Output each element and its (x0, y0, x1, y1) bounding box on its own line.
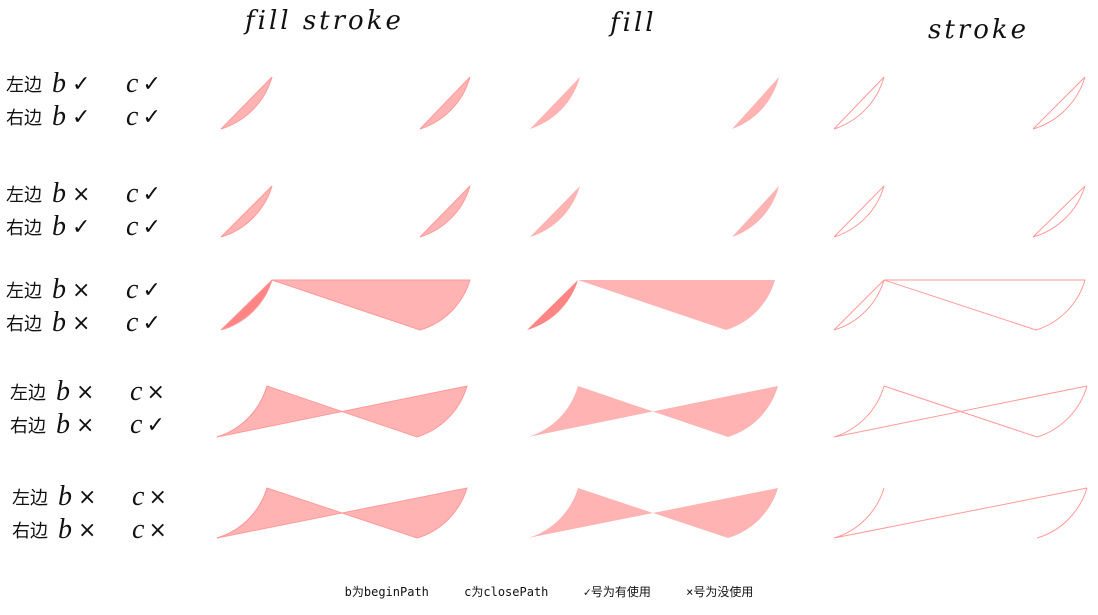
r5-c2-bowtie (528, 488, 778, 538)
r1-c3-left (833, 76, 885, 130)
r3-c3-wedge (883, 279, 1086, 331)
r1-c2-left (530, 77, 580, 129)
begin-mark: ✓ (72, 104, 91, 130)
side-label: 右边 (10, 416, 46, 437)
row-3-right-label: 右边 b× c✓ (6, 307, 161, 339)
close-var: c (126, 68, 139, 99)
r2-c1-right (419, 185, 471, 238)
close-var: c (126, 307, 139, 338)
r3-c3-left (833, 279, 885, 331)
close-mark: ✓ (146, 412, 165, 438)
row-2-left-label: 左边 b× c✓ (6, 178, 161, 210)
begin-mark: × (72, 181, 91, 207)
r3-c1-left (220, 279, 273, 331)
shape-canvas (216, 76, 1088, 539)
r5-c3-line-a (833, 487, 1088, 539)
row-3-left-label: 左边 b× c✓ (6, 274, 161, 306)
close-var: c (132, 481, 145, 512)
r2-c2-right (732, 186, 779, 237)
r4-c3-line-b (883, 385, 1088, 438)
close-mark: × (148, 517, 167, 543)
side-label: 右边 (12, 521, 48, 542)
legend-cross: ×号为没使用 (686, 585, 754, 599)
r1-c3-right (1032, 76, 1086, 130)
r3-c2-wedge (578, 280, 775, 330)
r5-c1-left-arc (216, 487, 268, 539)
close-var: c (126, 178, 139, 209)
r2-c3-left (833, 185, 885, 238)
close-mark: ✓ (142, 310, 161, 336)
close-mark: ✓ (142, 277, 161, 303)
close-var: c (132, 514, 145, 545)
begin-mark: × (76, 379, 95, 405)
begin-mark: × (72, 277, 91, 303)
r1-c1-right (419, 76, 471, 130)
begin-var: b (58, 481, 72, 512)
r2-c1-left (220, 185, 273, 238)
legend: b为beginPath c为closePath ✓号为有使用 ×号为没使用 (0, 583, 1098, 600)
side-label: 右边 (6, 314, 42, 335)
begin-var: b (56, 409, 70, 440)
close-mark: ✓ (142, 214, 161, 240)
begin-mark: × (78, 484, 97, 510)
begin-var: b (52, 178, 66, 209)
close-var: c (130, 409, 143, 440)
close-mark: × (146, 379, 165, 405)
begin-mark: ✓ (72, 214, 91, 240)
side-label: 左边 (12, 488, 48, 509)
begin-var: b (52, 211, 66, 242)
begin-var: b (52, 307, 66, 338)
close-var: c (126, 274, 139, 305)
r1-c2-right (732, 77, 779, 129)
close-var: c (130, 376, 143, 407)
side-label: 右边 (6, 108, 42, 129)
begin-mark: × (72, 310, 91, 336)
header-fill: fill (610, 8, 657, 38)
header-stroke: stroke (928, 15, 1030, 45)
legend-c: c为closePath (464, 585, 549, 599)
close-mark: ✓ (142, 71, 161, 97)
begin-mark: × (78, 517, 97, 543)
begin-mark: ✓ (72, 71, 91, 97)
side-label: 左边 (10, 383, 46, 404)
r3-c2-left (527, 280, 578, 330)
side-label: 右边 (6, 218, 42, 239)
begin-var: b (56, 376, 70, 407)
header-fill-stroke: fill stroke (245, 6, 404, 36)
r5-c3-line-b (1036, 487, 1088, 539)
close-mark: × (148, 484, 167, 510)
close-var: c (126, 211, 139, 242)
legend-check: ✓号为有使用 (583, 585, 651, 599)
close-mark: ✓ (142, 104, 161, 130)
r4-c3-line-a (833, 385, 1088, 438)
begin-var: b (52, 68, 66, 99)
row-4-right-label: 右边 b× c✓ (10, 409, 165, 441)
begin-mark: × (76, 412, 95, 438)
r4-c1-left-arc (216, 385, 268, 438)
begin-var: b (58, 514, 72, 545)
begin-var: b (52, 101, 66, 132)
begin-var: b (52, 274, 66, 305)
r3-c1-wedge (271, 279, 471, 331)
r2-c3-right (1032, 185, 1086, 238)
r4-c2-bowtie (528, 386, 778, 437)
side-label: 左边 (6, 75, 42, 96)
close-var: c (126, 101, 139, 132)
r1-c1-left (220, 76, 273, 130)
legend-b: b为beginPath (344, 585, 429, 599)
r2-c2-left (530, 186, 580, 237)
side-label: 左边 (6, 185, 42, 206)
side-label: 左边 (6, 281, 42, 302)
close-mark: ✓ (142, 181, 161, 207)
